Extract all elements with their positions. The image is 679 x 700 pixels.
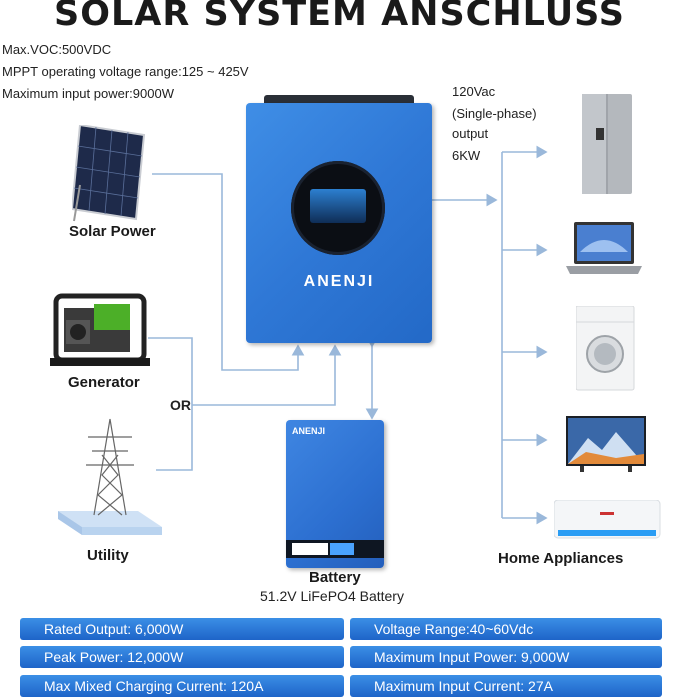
battery-label-plate (292, 543, 328, 555)
battery-screen (330, 543, 354, 555)
output-power: 6KW (452, 148, 481, 163)
utility-label: Utility (87, 547, 129, 564)
or-label: OR (170, 397, 191, 413)
refrigerator-icon (582, 94, 632, 194)
spec-rated-output: Rated Output: 6,000W (20, 618, 344, 640)
battery-sublabel: 51.2V LiFePO4 Battery (260, 588, 404, 604)
spec-mppt-range: MPPT operating voltage range:125 ~ 425V (2, 64, 249, 79)
inverter-logo: ANENJI (303, 273, 375, 290)
output-phase: (Single-phase) (452, 106, 537, 121)
spec-max-input-power-bar: Maximum Input Power: 9,000W (350, 646, 662, 668)
output-label: output (452, 126, 489, 141)
inverter-display (291, 161, 385, 255)
spec-max-input-power: Maximum input power:9000W (2, 86, 174, 101)
inverter: ANENJI (246, 103, 432, 343)
inverter-top-cap (264, 95, 414, 105)
output-voltage: 120Vac (452, 84, 496, 99)
generator-label: Generator (68, 374, 140, 391)
solar-panel-icon (72, 125, 146, 222)
page-title: SOLAR SYSTEM ANSCHLUSS (54, 0, 625, 34)
washing-machine-icon (576, 306, 635, 391)
battery-logo: ANENJI (292, 426, 326, 436)
spec-max-input-current: Maximum Input Current: 27A (350, 675, 662, 697)
home-appliances-label: Home Appliances (498, 550, 624, 567)
inverter-screen (310, 189, 366, 223)
solar-power-label: Solar Power (69, 223, 156, 240)
air-conditioner-icon (554, 500, 661, 539)
spec-voltage-range: Voltage Range:40~60Vdc (350, 618, 662, 640)
generator-icon (50, 293, 150, 366)
tv-icon (566, 416, 646, 472)
spec-max-charging-current: Max Mixed Charging Current: 120A (20, 675, 344, 697)
laptop-icon (566, 222, 642, 274)
spec-peak-power: Peak Power: 12,000W (20, 646, 344, 668)
spec-max-voc: Max.VOC:500VDC (2, 42, 112, 57)
utility-tower-icon (58, 418, 162, 535)
battery: ANENJI (286, 420, 384, 568)
battery-label: Battery (309, 569, 361, 586)
